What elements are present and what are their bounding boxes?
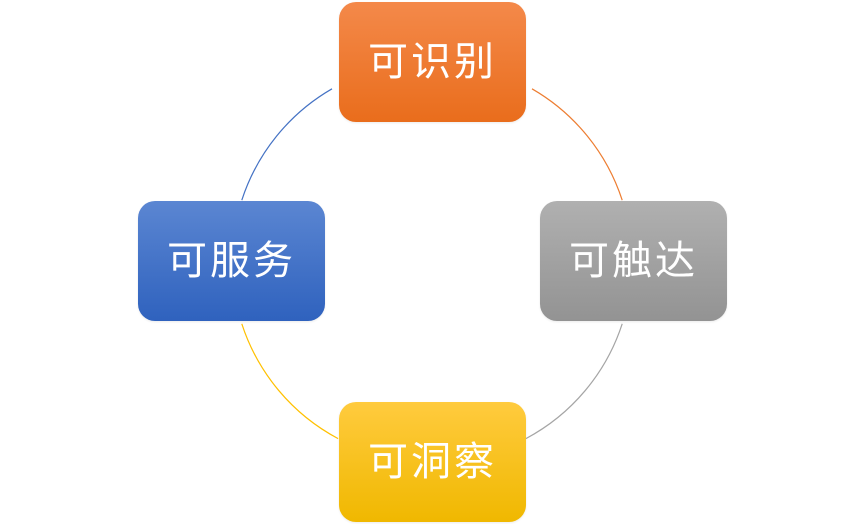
node-identifiable-label: 可识别: [368, 39, 497, 85]
node-reachable[interactable]: 可触达: [540, 201, 727, 321]
node-identifiable[interactable]: 可识别: [339, 2, 526, 122]
node-serviceable-label: 可服务: [167, 238, 296, 284]
node-insightful-label: 可洞察: [368, 439, 497, 485]
arc-top-to-right: [531, 88, 623, 201]
node-insightful[interactable]: 可洞察: [339, 402, 526, 522]
arc-right-to-bottom: [525, 323, 623, 440]
arc-bottom-to-left: [241, 323, 339, 440]
node-reachable-label: 可触达: [569, 238, 698, 284]
node-serviceable[interactable]: 可服务: [138, 201, 325, 321]
arc-left-to-top: [241, 88, 333, 201]
